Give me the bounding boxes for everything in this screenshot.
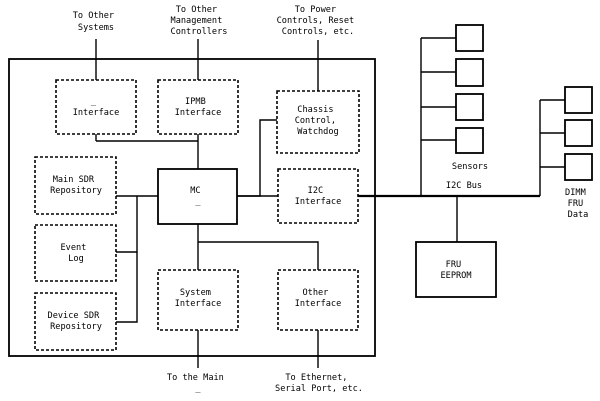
system-interface-box [157, 269, 239, 331]
other-interface-label: Other Interface [295, 288, 342, 309]
to-main-label: To the Main _ [167, 373, 229, 394]
dimm-box [564, 153, 593, 181]
interface-box [55, 79, 137, 135]
ipmb-interface-box [157, 79, 239, 135]
event-log-box [34, 224, 117, 282]
chassis-control-box [276, 90, 360, 154]
connections [95, 37, 565, 368]
mc-label: MC _ [190, 186, 206, 207]
sensors-label: Sensors [452, 162, 488, 172]
dimm-fru-label: DIMM FRU Data [565, 188, 591, 220]
fru-eeprom-label: FRU EEPROM [440, 260, 471, 281]
main-sdr-label: Main SDR Repository [50, 175, 102, 196]
event-log-label: Event Log [60, 243, 91, 264]
device-sdr-label: Device SDR Repository [48, 311, 105, 332]
sensor-box [455, 127, 484, 154]
i2c-bus-label: I2C Bus [446, 181, 482, 191]
system-interface-label: System Interface [175, 288, 222, 309]
device-sdr-box [34, 292, 117, 351]
fru-eeprom-box [415, 241, 497, 298]
sensor-boxes [455, 24, 484, 154]
chassis-control-label: Chassis Control, Watchdog [295, 105, 342, 137]
main-sdr-box [34, 156, 117, 215]
to-ethernet-label: To Ethernet, Serial Port, etc. [275, 373, 363, 394]
ipmb-interface-label: IPMB Interface [175, 97, 222, 118]
sensor-box [455, 24, 484, 52]
to-other-systems-label: To Other Systems [73, 11, 120, 33]
interface-label: _ Interface [73, 97, 120, 118]
i2c-interface-label: I2C Interface [295, 186, 342, 207]
sensor-box [455, 58, 484, 87]
mc-box [157, 168, 238, 225]
to-other-mgmt-label: To Other Management Controllers [171, 5, 228, 37]
i2c-interface-box [277, 168, 359, 224]
to-power-controls-label: To Power Controls, Reset Controls, etc. [277, 5, 360, 37]
sensor-box [455, 93, 484, 121]
mc-enclosure [8, 58, 376, 357]
dimm-box [564, 119, 593, 147]
other-interface-box [277, 269, 359, 331]
dimm-boxes [564, 86, 593, 181]
dimm-box [564, 86, 593, 114]
